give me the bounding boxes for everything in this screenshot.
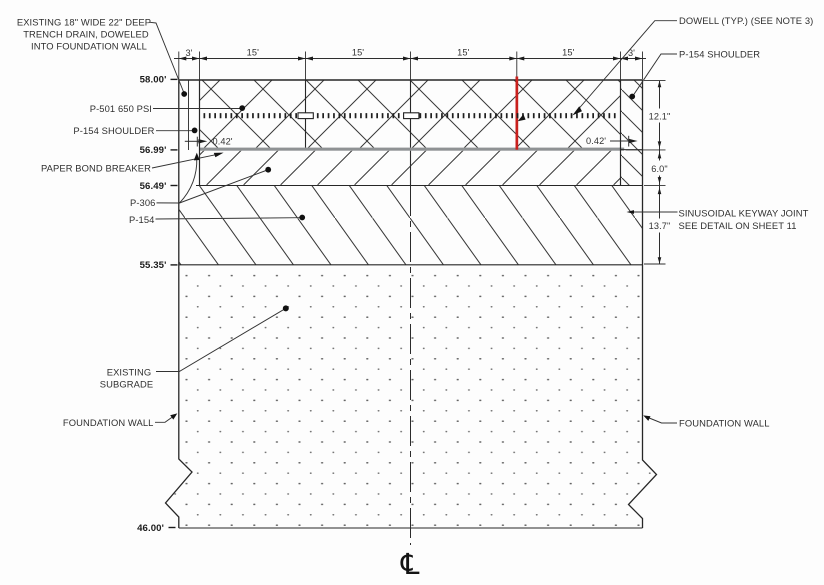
leader-foundation-wall-left bbox=[155, 415, 175, 423]
dot-p154-shoulder-left bbox=[191, 127, 198, 134]
offset-dim-right-arrow bbox=[628, 138, 638, 144]
arrow-dowell bbox=[572, 106, 582, 116]
elev-subgrade-top: 55.35' bbox=[140, 260, 167, 271]
label-foundation-wall-right: FOUNDATION WALL bbox=[679, 417, 770, 428]
top-dim-label-5: 15' bbox=[562, 47, 574, 57]
top-dim-label-3: 15' bbox=[352, 47, 364, 57]
offset-dim-left-arrow bbox=[198, 139, 208, 144]
dim-p154-thickness: 13.7" bbox=[649, 221, 671, 231]
offset-dim-left: 0.42' bbox=[184, 137, 233, 147]
top-dim-label-4: 15' bbox=[457, 47, 469, 57]
arrow-foundation-wall-right bbox=[643, 415, 651, 421]
elevation-labels: 58.00' 56.99' 56.49' 55.35' 46.00' bbox=[137, 75, 178, 534]
label-p306: P-306 bbox=[130, 197, 156, 208]
leader-dowell bbox=[575, 20, 677, 113]
label-keyway-1: SINUSOIDAL KEYWAY JOINT bbox=[679, 207, 809, 218]
top-dimension-string: 3' 15' 15' 15' 15' 3' bbox=[174, 47, 646, 80]
dim-p501-thickness: 12.1" bbox=[649, 111, 671, 121]
offset-dim-right: 0.42' bbox=[586, 135, 638, 147]
right-callouts: DOWELL (TYP.) (SEE NOTE 3) P-154 SHOULDE… bbox=[679, 15, 814, 428]
leader-trench-drain bbox=[149, 21, 185, 93]
right-dim-arrows bbox=[657, 80, 662, 264]
arrow-foundation-wall-left bbox=[170, 413, 178, 420]
leader-p306-dot-branch bbox=[179, 170, 267, 204]
left-callouts: EXISTING 18" WIDE 22" DEEP TRENCH DRAIN,… bbox=[17, 16, 156, 428]
dot-p154-shoulder-right bbox=[629, 93, 636, 100]
label-dowell: DOWELL (TYP.) (SEE NOTE 3) bbox=[679, 15, 813, 26]
leader-bond-breaker bbox=[151, 153, 221, 169]
right-shoulder-hatch bbox=[620, 80, 643, 186]
label-trench-line3: INTO FOUNDATION WALL bbox=[31, 40, 147, 51]
leader-arrowheads bbox=[170, 106, 651, 421]
elev-p306-bottom: 56.49' bbox=[140, 181, 167, 192]
label-trench-line1: EXISTING 18" WIDE 22" DEEP bbox=[17, 16, 151, 27]
left-foundation-wall-line bbox=[164, 80, 193, 528]
arrow-bond-breaker bbox=[213, 152, 224, 158]
paper-bond-breaker-band bbox=[199, 147, 625, 151]
label-trench-line2: TRENCH DRAIN, DOWELED bbox=[23, 28, 149, 39]
label-keyway-2: SEE DETAIL ON SHEET 11 bbox=[679, 220, 797, 231]
leader-p154-left bbox=[155, 217, 300, 220]
leader-dots bbox=[181, 91, 636, 312]
label-existing-subgrade-2: SUBGRADE bbox=[100, 378, 153, 389]
red-joint-dowel-marker bbox=[517, 114, 526, 122]
elev-pavement-top: 58.00' bbox=[140, 75, 167, 86]
label-p154-left: P-154 bbox=[129, 214, 155, 225]
top-dim-label-1: 3' bbox=[185, 48, 192, 58]
dot-p501 bbox=[239, 105, 246, 111]
arrow-p306-curve bbox=[193, 152, 200, 161]
elev-bond-breaker: 56.99' bbox=[140, 145, 167, 156]
leader-existing-subgrade bbox=[156, 309, 284, 372]
leader-foundation-wall-right bbox=[645, 416, 677, 424]
label-p154-shoulder-left: P-154 SHOULDER bbox=[73, 125, 154, 136]
offset-dim-right-label: 0.42' bbox=[586, 136, 606, 146]
elev-section-bottom: 46.00' bbox=[137, 523, 164, 534]
dot-existing-subgrade bbox=[282, 305, 289, 312]
offset-dim-left-label: 0.42' bbox=[213, 137, 233, 147]
leader-p154-shoulder-right bbox=[633, 53, 677, 95]
arrow-keyway bbox=[626, 210, 634, 214]
top-dim-label-2: 15' bbox=[247, 47, 259, 57]
dot-p154-left bbox=[299, 214, 306, 221]
right-dimension-column: 12.1" 6.0" 13.7" bbox=[625, 80, 671, 265]
label-p501: P-501 650 PSI bbox=[90, 103, 152, 114]
dowel-sleeve-1 bbox=[297, 112, 314, 120]
label-p154-shoulder-right: P-154 SHOULDER bbox=[679, 49, 760, 60]
leader-p306-curve-branch bbox=[179, 157, 198, 204]
dowel-sleeve-2 bbox=[403, 112, 420, 120]
label-foundation-wall-left: FOUNDATION WALL bbox=[63, 417, 154, 428]
label-paper-bond-breaker: PAPER BOND BREAKER bbox=[41, 162, 151, 173]
dot-trench-drain bbox=[181, 91, 188, 97]
centerline-symbol: ℄ bbox=[400, 547, 420, 581]
right-foundation-wall-line bbox=[627, 80, 658, 528]
top-dim-label-6: 3' bbox=[628, 48, 635, 58]
top-dim-arrows bbox=[178, 56, 643, 61]
dot-p306 bbox=[265, 166, 272, 173]
dim-p306-thickness: 6.0" bbox=[651, 164, 667, 174]
label-existing-subgrade-1: EXISTING bbox=[107, 366, 152, 377]
